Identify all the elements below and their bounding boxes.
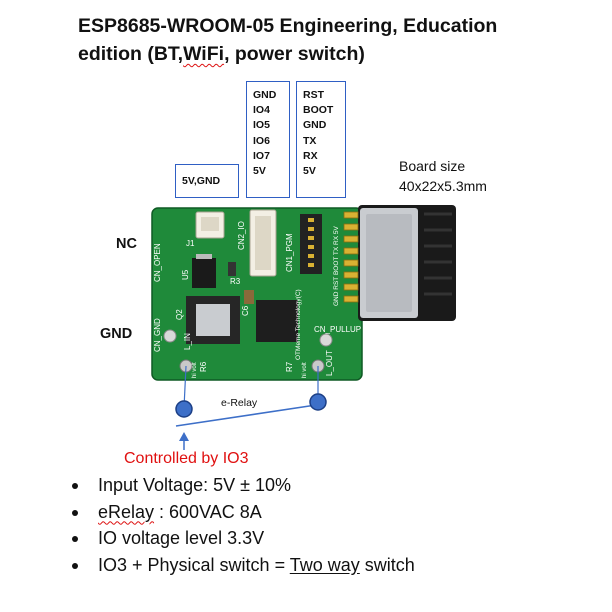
list-item: Input Voltage: 5V ± 10% — [72, 472, 415, 499]
board-size: Board size 40x22x5.3mm — [399, 156, 487, 196]
silk-cn2-io: CN2_IO — [237, 221, 246, 250]
silk-cn-gnd: CN_GND — [153, 318, 162, 352]
silk-hi-volt-right: hi volt — [302, 362, 308, 378]
pin-label: IO5 — [253, 119, 270, 132]
pin-label: 5V — [253, 165, 266, 178]
c6-capacitor — [244, 290, 254, 304]
pin-label: GND — [303, 119, 327, 132]
silk-q2: Q2 — [175, 309, 184, 320]
pin-label: TX — [303, 134, 317, 147]
mount-hole-left — [163, 329, 177, 343]
spec-list: Input Voltage: 5V ± 10% eRelay : 600VAC … — [72, 472, 415, 578]
gnd-label: GND — [100, 326, 133, 342]
silk-j1: J1 — [186, 239, 195, 248]
pin-label: IO4 — [253, 104, 270, 117]
pin-label: 5V — [303, 165, 316, 178]
page-title: ESP8685-WROOM-05 Engineering, Education … — [78, 12, 598, 68]
io-pin-box: GND IO4 IO5 IO6 IO7 5V — [246, 81, 290, 198]
silk-r3: R3 — [230, 277, 241, 286]
pin-label: GND — [253, 89, 277, 101]
list-item: IO3 + Physical switch = Two way switch — [72, 552, 415, 579]
erelay-label: e-Relay — [221, 397, 258, 409]
silk-u5: U5 — [181, 269, 190, 280]
pin-label: RST — [303, 89, 324, 101]
module-pads — [343, 211, 359, 303]
board-size-label: Board size — [399, 158, 466, 174]
silk-cn1-pgm: CN1_PGM — [285, 233, 294, 272]
bullet-icon — [72, 509, 78, 516]
mount-hole-right — [319, 333, 333, 347]
bullet-icon — [72, 483, 78, 489]
silk-company: OTMeme Technology(C) — [295, 289, 302, 360]
silk-hi-volt-left: hi volt — [192, 362, 198, 378]
pin-label: IO7 — [253, 149, 270, 162]
relay-chip — [256, 300, 298, 342]
silk-c6: C6 — [241, 305, 250, 316]
pin-label: RX — [303, 149, 318, 162]
r3-resistor — [228, 262, 236, 276]
nc-label: NC — [116, 236, 137, 252]
relay-terminal-left — [175, 400, 193, 418]
board-size-value: 40x22x5.3mm — [399, 178, 487, 194]
pin-label: 5V,GND — [182, 175, 221, 187]
control-arrow-head — [179, 432, 189, 441]
controlled-label: Controlled by IO3 — [124, 450, 249, 467]
power-pin-box: 5V,GND — [175, 164, 239, 198]
list-item: eRelay : 600VAC 8A — [72, 499, 415, 526]
silk-r6: R6 — [199, 361, 208, 372]
pin-label: BOOT — [303, 104, 334, 117]
list-item: IO voltage level 3.3V — [72, 525, 415, 552]
silk-cn-open: CN_OPEN — [153, 243, 162, 282]
relay-terminal-right — [309, 393, 327, 411]
bullet-icon — [72, 562, 78, 569]
bullet-icon — [72, 536, 78, 542]
silk-cn-pullup: CN_PULLUP — [314, 325, 361, 334]
prog-pin-box: RST BOOT GND TX RX 5V — [296, 81, 346, 198]
pin-label: IO6 — [253, 134, 270, 147]
title-line1: ESP8685-WROOM-05 Engineering, Education — [78, 15, 498, 37]
silk-pin-labels: GND RST BOOT TX RX 5V — [333, 226, 340, 306]
silk-l-in: L_IN — [183, 333, 192, 350]
title-line2: edition (BT,WiFi, power switch) — [78, 43, 365, 65]
silk-r7: R7 — [285, 361, 294, 372]
u5-chip — [192, 258, 216, 288]
cn1-pgm-header — [300, 214, 322, 274]
relay-switch-line — [175, 404, 317, 427]
silk-l-out: L_OUT — [325, 350, 334, 376]
